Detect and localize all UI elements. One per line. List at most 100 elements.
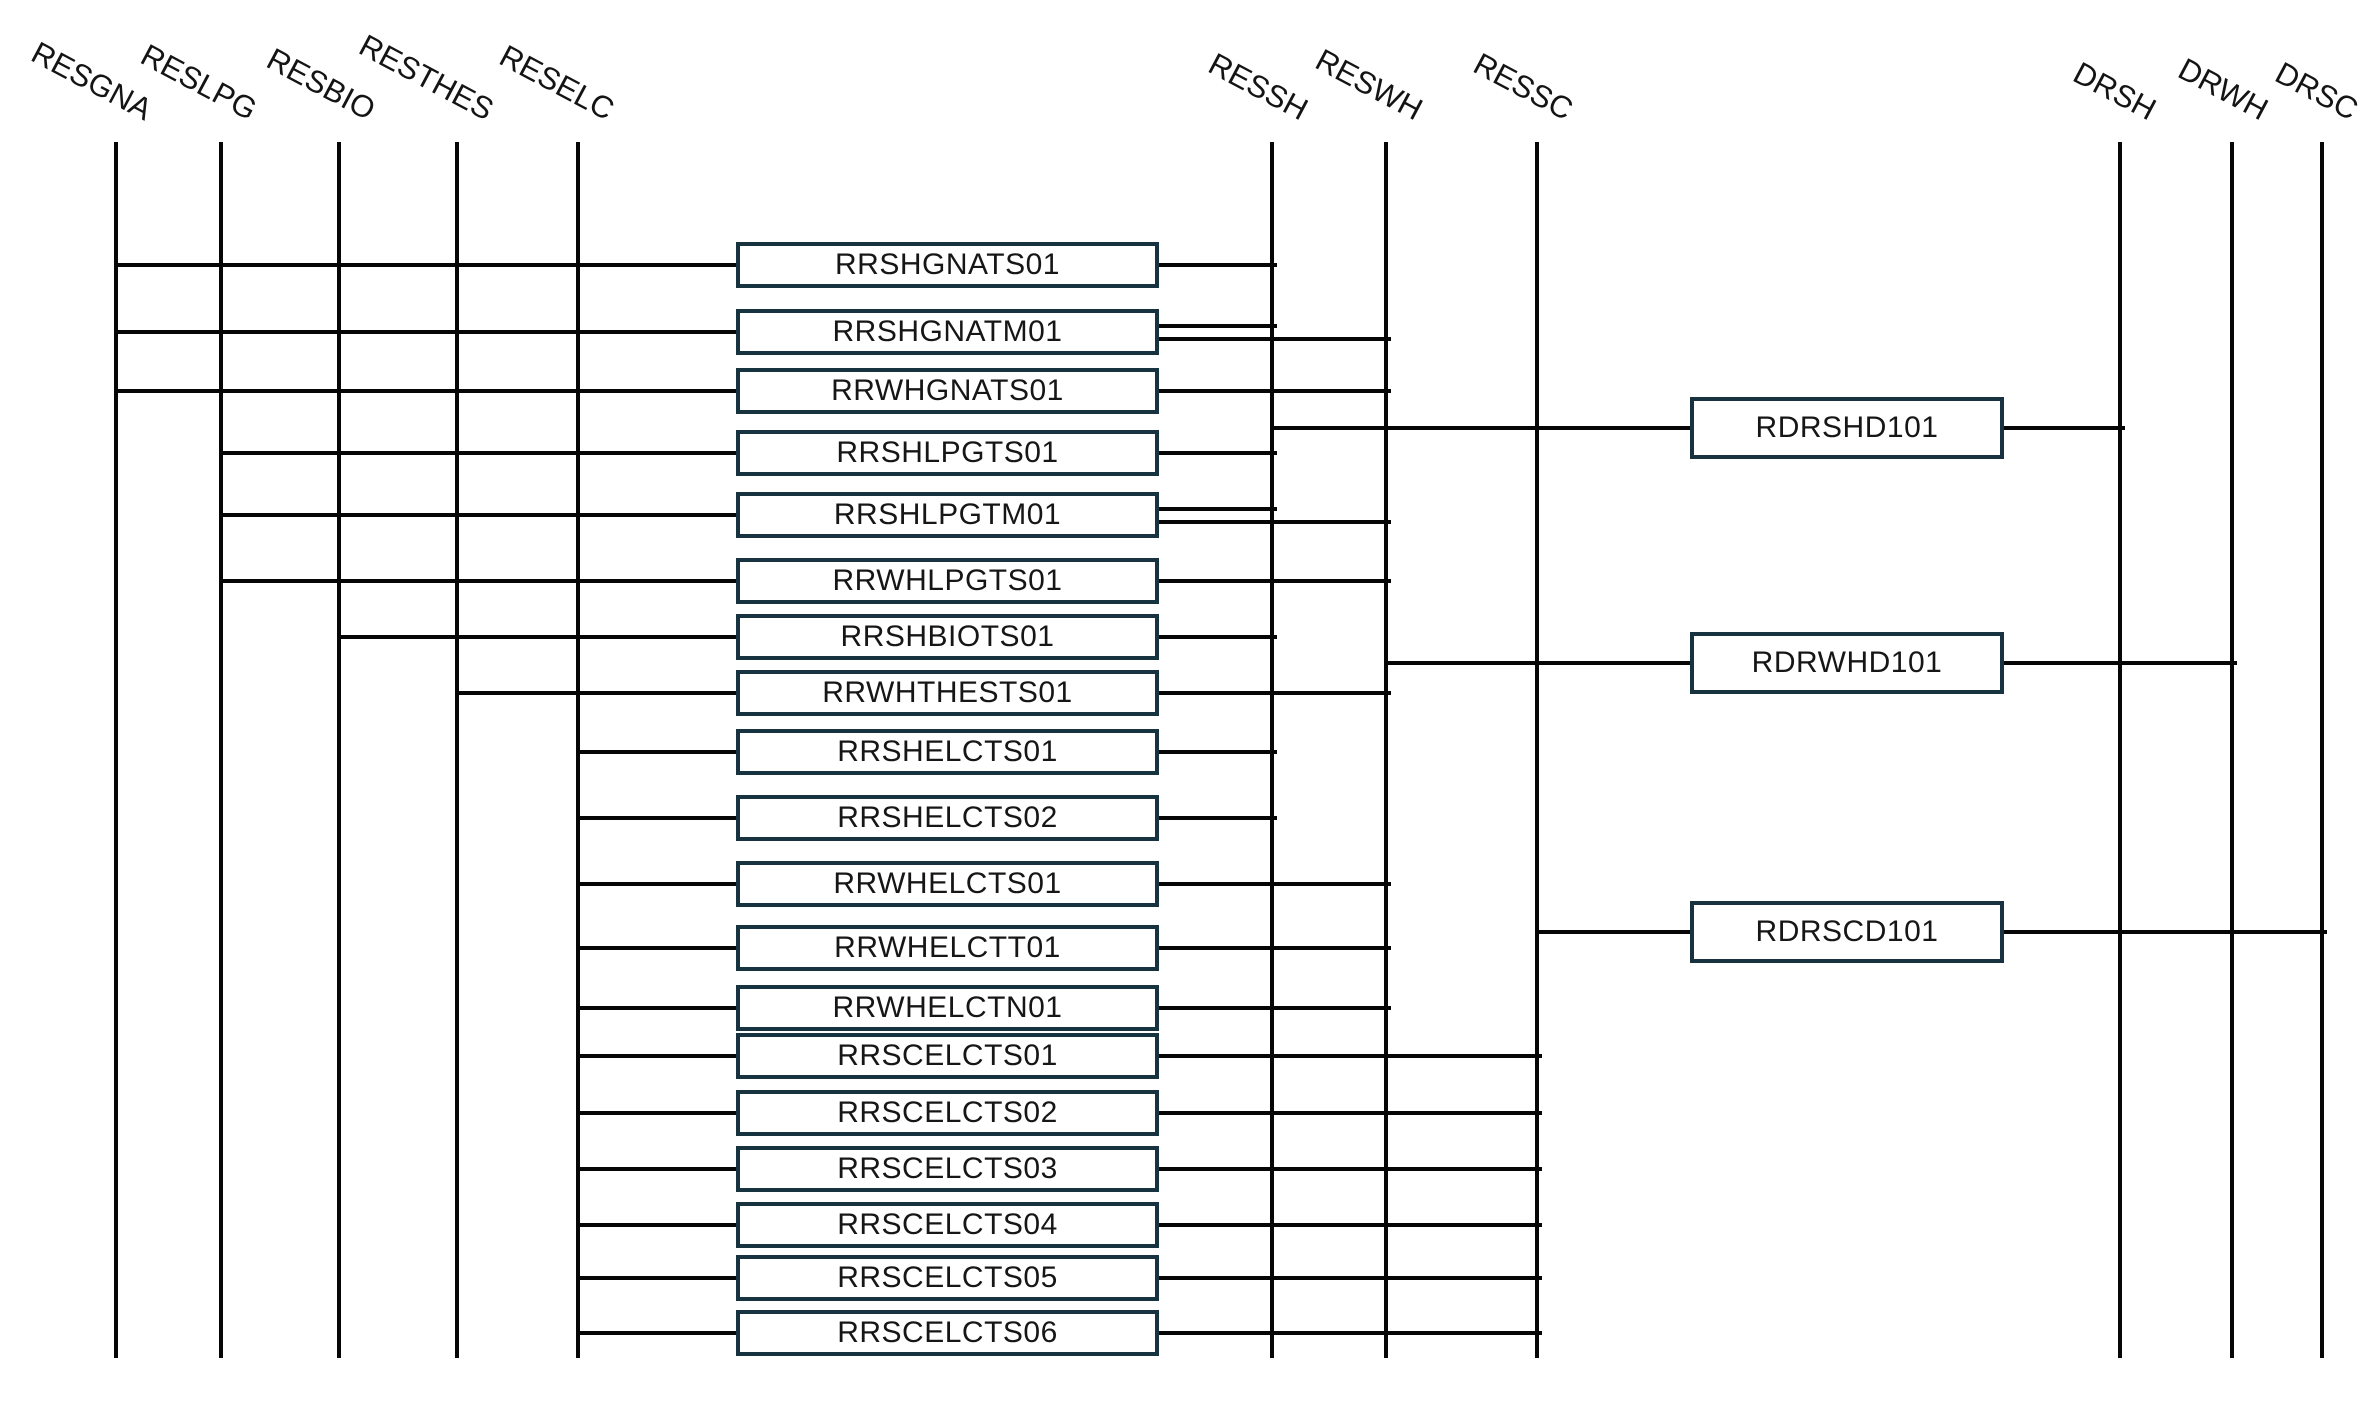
edge-RRSCELCTS01-RESSC [1159,1054,1542,1058]
edge-RESELC-RRSHELCTS01 [578,750,736,754]
bus-label-RESTHES: RESTHES [353,27,499,128]
edge-RDRSHD101-DRSH [2004,426,2125,430]
edge-RESGNA-RRSHGNATM01 [116,330,736,334]
unit-box-label: RRWHTHESTS01 [822,676,1073,709]
unit-box-label: RRSHGNATM01 [832,315,1063,348]
edge-RRWHLPGTS01-RESWH [1159,579,1391,583]
edge-RRSCELCTS06-RESSC [1159,1331,1542,1335]
unit-box: RRSCELCTS03 [736,1146,1159,1192]
unit-box: RRSCELCTS01 [736,1033,1159,1079]
unit-box-label: RRWHELCTN01 [832,991,1063,1024]
unit-box-label: RRWHELCTT01 [834,931,1061,964]
unit-box-label: RRSCELCTS04 [837,1208,1058,1241]
edge-RESELC-RRSCELCTS04 [578,1223,736,1227]
unit-box: RRWHELCTS01 [736,861,1159,907]
bus-label-RESWH: RESWH [1309,42,1428,128]
edge-RESELC-RRSCELCTS02 [578,1111,736,1115]
converter-box: RDRSCD101 [1690,901,2004,963]
converter-box: RDRSHD101 [1690,397,2004,459]
unit-box-label: RRSCELCTS06 [837,1316,1058,1349]
converter-box-label: RDRSCD101 [1755,915,1939,948]
edge-RESELC-RRSHELCTS02 [578,816,736,820]
unit-box-label: RRSCELCTS02 [837,1096,1058,1129]
carrier-bus-line-RESGNA [114,142,118,1358]
unit-box: RRSHGNATS01 [736,242,1159,288]
unit-box-label: RRSCELCTS03 [837,1152,1058,1185]
unit-box-label: RRWHELCTS01 [833,867,1062,900]
edge-RDRWHD101-DRWH [2004,661,2237,665]
demand-bus-line-RESSC [1535,142,1539,1358]
edge-RRSHBIOTS01-RESSH [1159,635,1277,639]
edge-RRSCELCTS04-RESSC [1159,1223,1542,1227]
final-demand-bus-line-DRWH [2230,142,2234,1358]
bus-label-RESLPG: RESLPG [135,37,263,128]
edge-RESLPG-RRSHLPGTS01 [221,451,736,455]
converter-box: RDRWHD101 [1690,632,2004,694]
edge-RESELC-RRWHELCTT01 [578,946,736,950]
unit-box-label: RRWHGNATS01 [831,374,1064,407]
bus-label-DRSC: DRSC [2269,54,2364,128]
demand-bus-line-RESWH [1384,142,1388,1358]
edge-RRWHTHESTS01-RESWH [1159,691,1391,695]
edge-RRSHLPGTM01-RESWH [1159,520,1391,524]
unit-box-label: RRSHGNATS01 [835,248,1060,281]
unit-box: RRSHLPGTS01 [736,430,1159,476]
edge-RESSC-RDRSCD101 [1537,930,1690,934]
converter-box-label: RDRSHD101 [1755,411,1939,444]
unit-box: RRWHTHESTS01 [736,670,1159,716]
edge-RRSCELCTS02-RESSC [1159,1111,1542,1115]
unit-box: RRSHELCTS02 [736,795,1159,841]
unit-box: RRSHELCTS01 [736,729,1159,775]
edge-RRSHELCTS02-RESSH [1159,816,1277,820]
unit-box-label: RRSHLPGTM01 [833,498,1062,531]
edge-RESELC-RRSCELCTS03 [578,1167,736,1171]
unit-box: RRSHGNATM01 [736,309,1159,355]
edge-RESWH-RDRWHD101 [1386,661,1690,665]
unit-box: RRSCELCTS05 [736,1255,1159,1301]
unit-box-label: RRSHELCTS02 [837,801,1058,834]
unit-box: RRWHGNATS01 [736,368,1159,414]
edge-RRSCELCTS03-RESSC [1159,1167,1542,1171]
unit-box-label: RRSHELCTS01 [837,735,1058,768]
edge-RRSHELCTS01-RESSH [1159,750,1277,754]
unit-box: RRSHLPGTM01 [736,492,1159,538]
edge-RRWHELCTS01-RESWH [1159,882,1391,886]
unit-box: RRSHBIOTS01 [736,614,1159,660]
final-demand-bus-line-DRSC [2320,142,2324,1358]
edge-RRSHGNATM01-RESSH [1159,324,1277,328]
bus-label-RESGNA: RESGNA [25,34,158,128]
bus-label-RESSC: RESSC [1468,46,1579,128]
edge-RRWHELCTN01-RESWH [1159,1006,1391,1010]
unit-box-label: RRWHLPGTS01 [832,564,1063,597]
edge-RESELC-RRSCELCTS01 [578,1054,736,1058]
edge-RRSHGNATS01-RESSH [1159,263,1277,267]
unit-box: RRSCELCTS02 [736,1090,1159,1136]
edge-RRSHLPGTM01-RESSH [1159,507,1277,511]
edge-RDRSCD101-DRSC [2004,930,2327,934]
unit-box: RRWHELCTN01 [736,985,1159,1031]
unit-box: RRWHLPGTS01 [736,558,1159,604]
bus-label-RESELC: RESELC [493,37,620,128]
unit-box: RRSCELCTS04 [736,1202,1159,1248]
edge-RESLPG-RRWHLPGTS01 [221,579,736,583]
unit-box-label: RRSHBIOTS01 [840,620,1055,653]
carrier-bus-line-RESBIO [337,142,341,1358]
edge-RESELC-RRSCELCTS05 [578,1276,736,1280]
carrier-bus-line-RESLPG [219,142,223,1358]
carrier-bus-line-RESTHES [455,142,459,1358]
final-demand-bus-line-DRSH [2118,142,2122,1358]
edge-RRSHLPGTS01-RESSH [1159,451,1277,455]
edge-RRSCELCTS05-RESSC [1159,1276,1542,1280]
bus-label-DRWH: DRWH [2172,51,2274,128]
edge-RESGNA-RRWHGNATS01 [116,389,736,393]
bus-label-DRSH: DRSH [2067,54,2162,128]
unit-box: RRWHELCTT01 [736,925,1159,971]
edge-RRWHELCTT01-RESWH [1159,946,1391,950]
edge-RESELC-RRSCELCTS06 [578,1331,736,1335]
converter-box-label: RDRWHD101 [1751,646,1943,679]
edge-RESTHES-RRWHTHESTS01 [457,691,736,695]
edge-RESELC-RRWHELCTS01 [578,882,736,886]
unit-box: RRSCELCTS06 [736,1310,1159,1356]
unit-box-label: RRSCELCTS01 [837,1039,1058,1072]
edge-RRWHGNATS01-RESWH [1159,389,1391,393]
